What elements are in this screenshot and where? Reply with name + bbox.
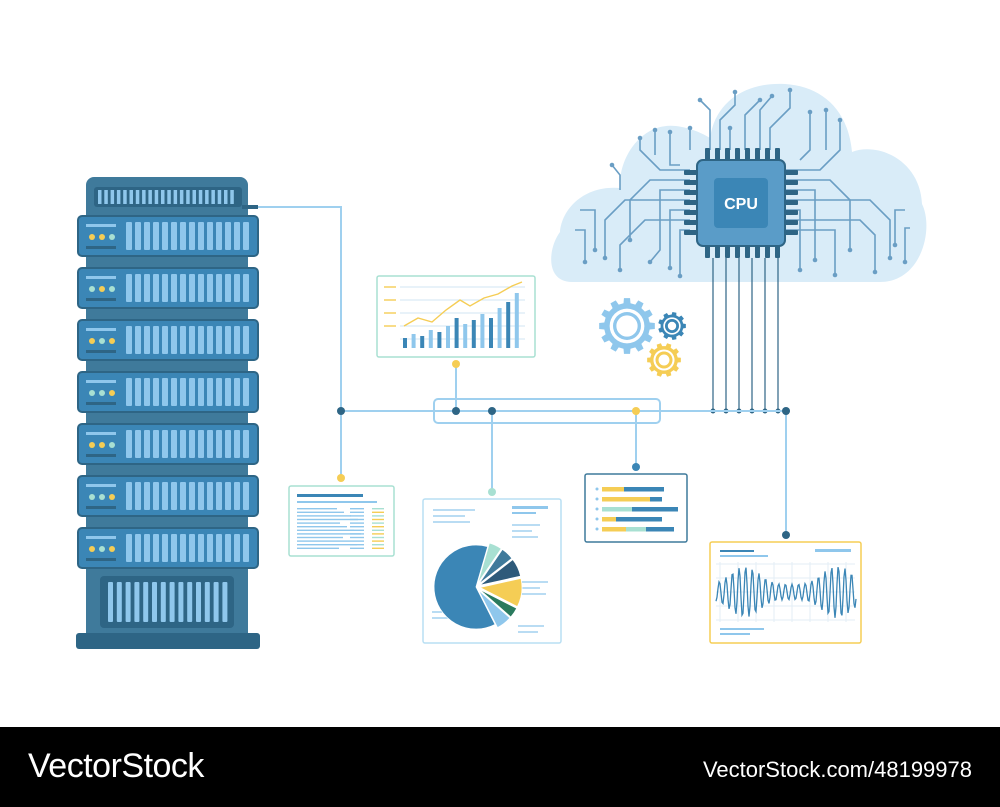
connection-nodes bbox=[337, 360, 790, 539]
circuit-traces bbox=[575, 87, 910, 279]
cpu-chip-icon: CPU bbox=[684, 148, 798, 258]
brand-name: VectorStock bbox=[28, 747, 204, 785]
pie-chart-icon bbox=[422, 498, 562, 644]
horizontal-bar-chart-icon bbox=[584, 473, 688, 543]
waveform-icon bbox=[709, 541, 862, 644]
watermark-footer: VectorStock VectorStock.com/48199978 bbox=[0, 727, 1000, 807]
cpu-label: CPU bbox=[724, 196, 758, 213]
connection-lines bbox=[258, 206, 790, 535]
gear-icon bbox=[599, 298, 655, 354]
server-rack-icon bbox=[76, 177, 260, 649]
gear-icon bbox=[647, 343, 681, 377]
illustration: CPU bbox=[76, 83, 927, 649]
gear-icon bbox=[658, 312, 686, 340]
document-icon bbox=[288, 485, 395, 557]
image-code: VectorStock.com/48199978 bbox=[702, 757, 972, 782]
bar-chart-icon bbox=[376, 275, 536, 358]
chip-data-lines bbox=[712, 258, 779, 412]
